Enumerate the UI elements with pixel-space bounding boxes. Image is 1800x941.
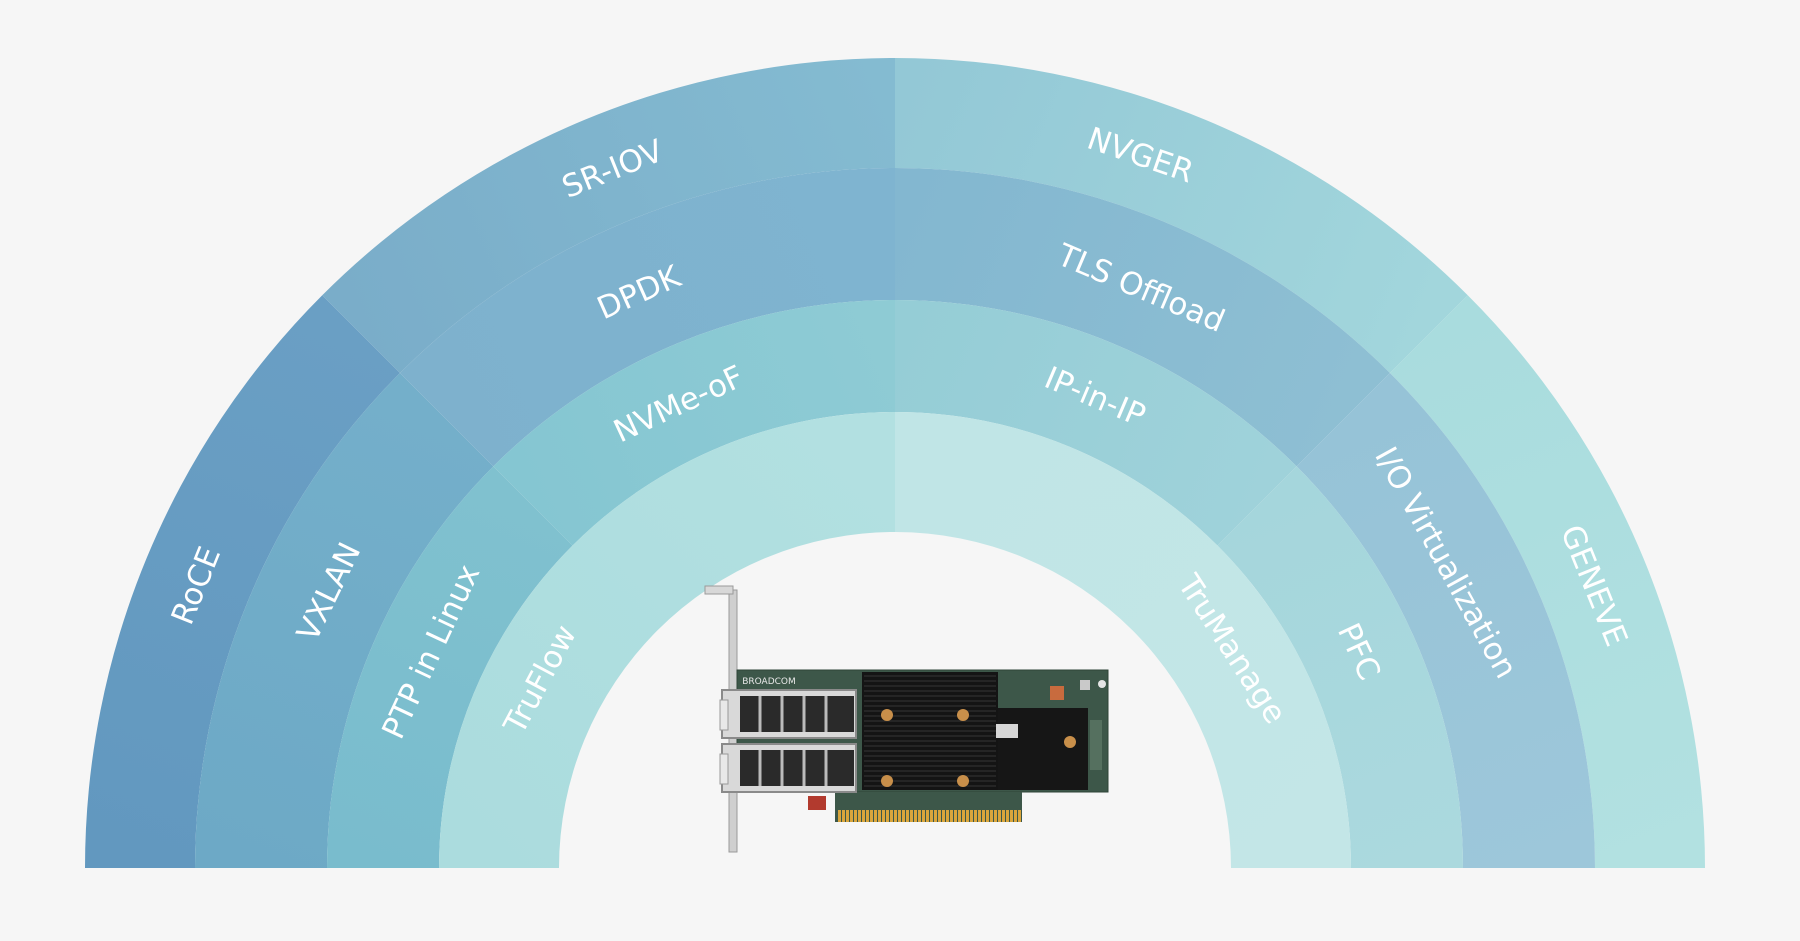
segment-trumanage	[895, 412, 1351, 868]
segment-truflow	[439, 412, 895, 868]
segment-nvger	[895, 58, 1468, 374]
segment-vxlan	[195, 373, 494, 868]
card-red-pad	[808, 796, 826, 810]
card-brand-text: BROADCOM	[742, 677, 796, 687]
segment-tls-offload	[895, 168, 1390, 467]
network-adapter-card: BROADCOM	[704, 585, 1109, 853]
segment-ip-in-ip	[895, 300, 1297, 546]
segment-dpdk	[400, 168, 895, 467]
qsfp-port-top	[719, 689, 857, 739]
segment-pfc	[1217, 466, 1463, 868]
segment-ptp-in-linux	[327, 466, 573, 868]
card-bracket-tab	[704, 585, 734, 595]
segment-geneve	[1389, 295, 1705, 868]
ring-segments	[85, 58, 1705, 868]
segment-sr-iov	[322, 58, 895, 374]
card-components	[1050, 680, 1106, 770]
qsfp-port-bottom	[719, 743, 857, 793]
segment-roce	[85, 295, 401, 868]
card-gold-pins	[838, 810, 1021, 822]
segment-nvme-of	[493, 300, 895, 546]
card-heatsink	[862, 672, 1088, 790]
segment-i-o-virtualization	[1296, 373, 1596, 868]
